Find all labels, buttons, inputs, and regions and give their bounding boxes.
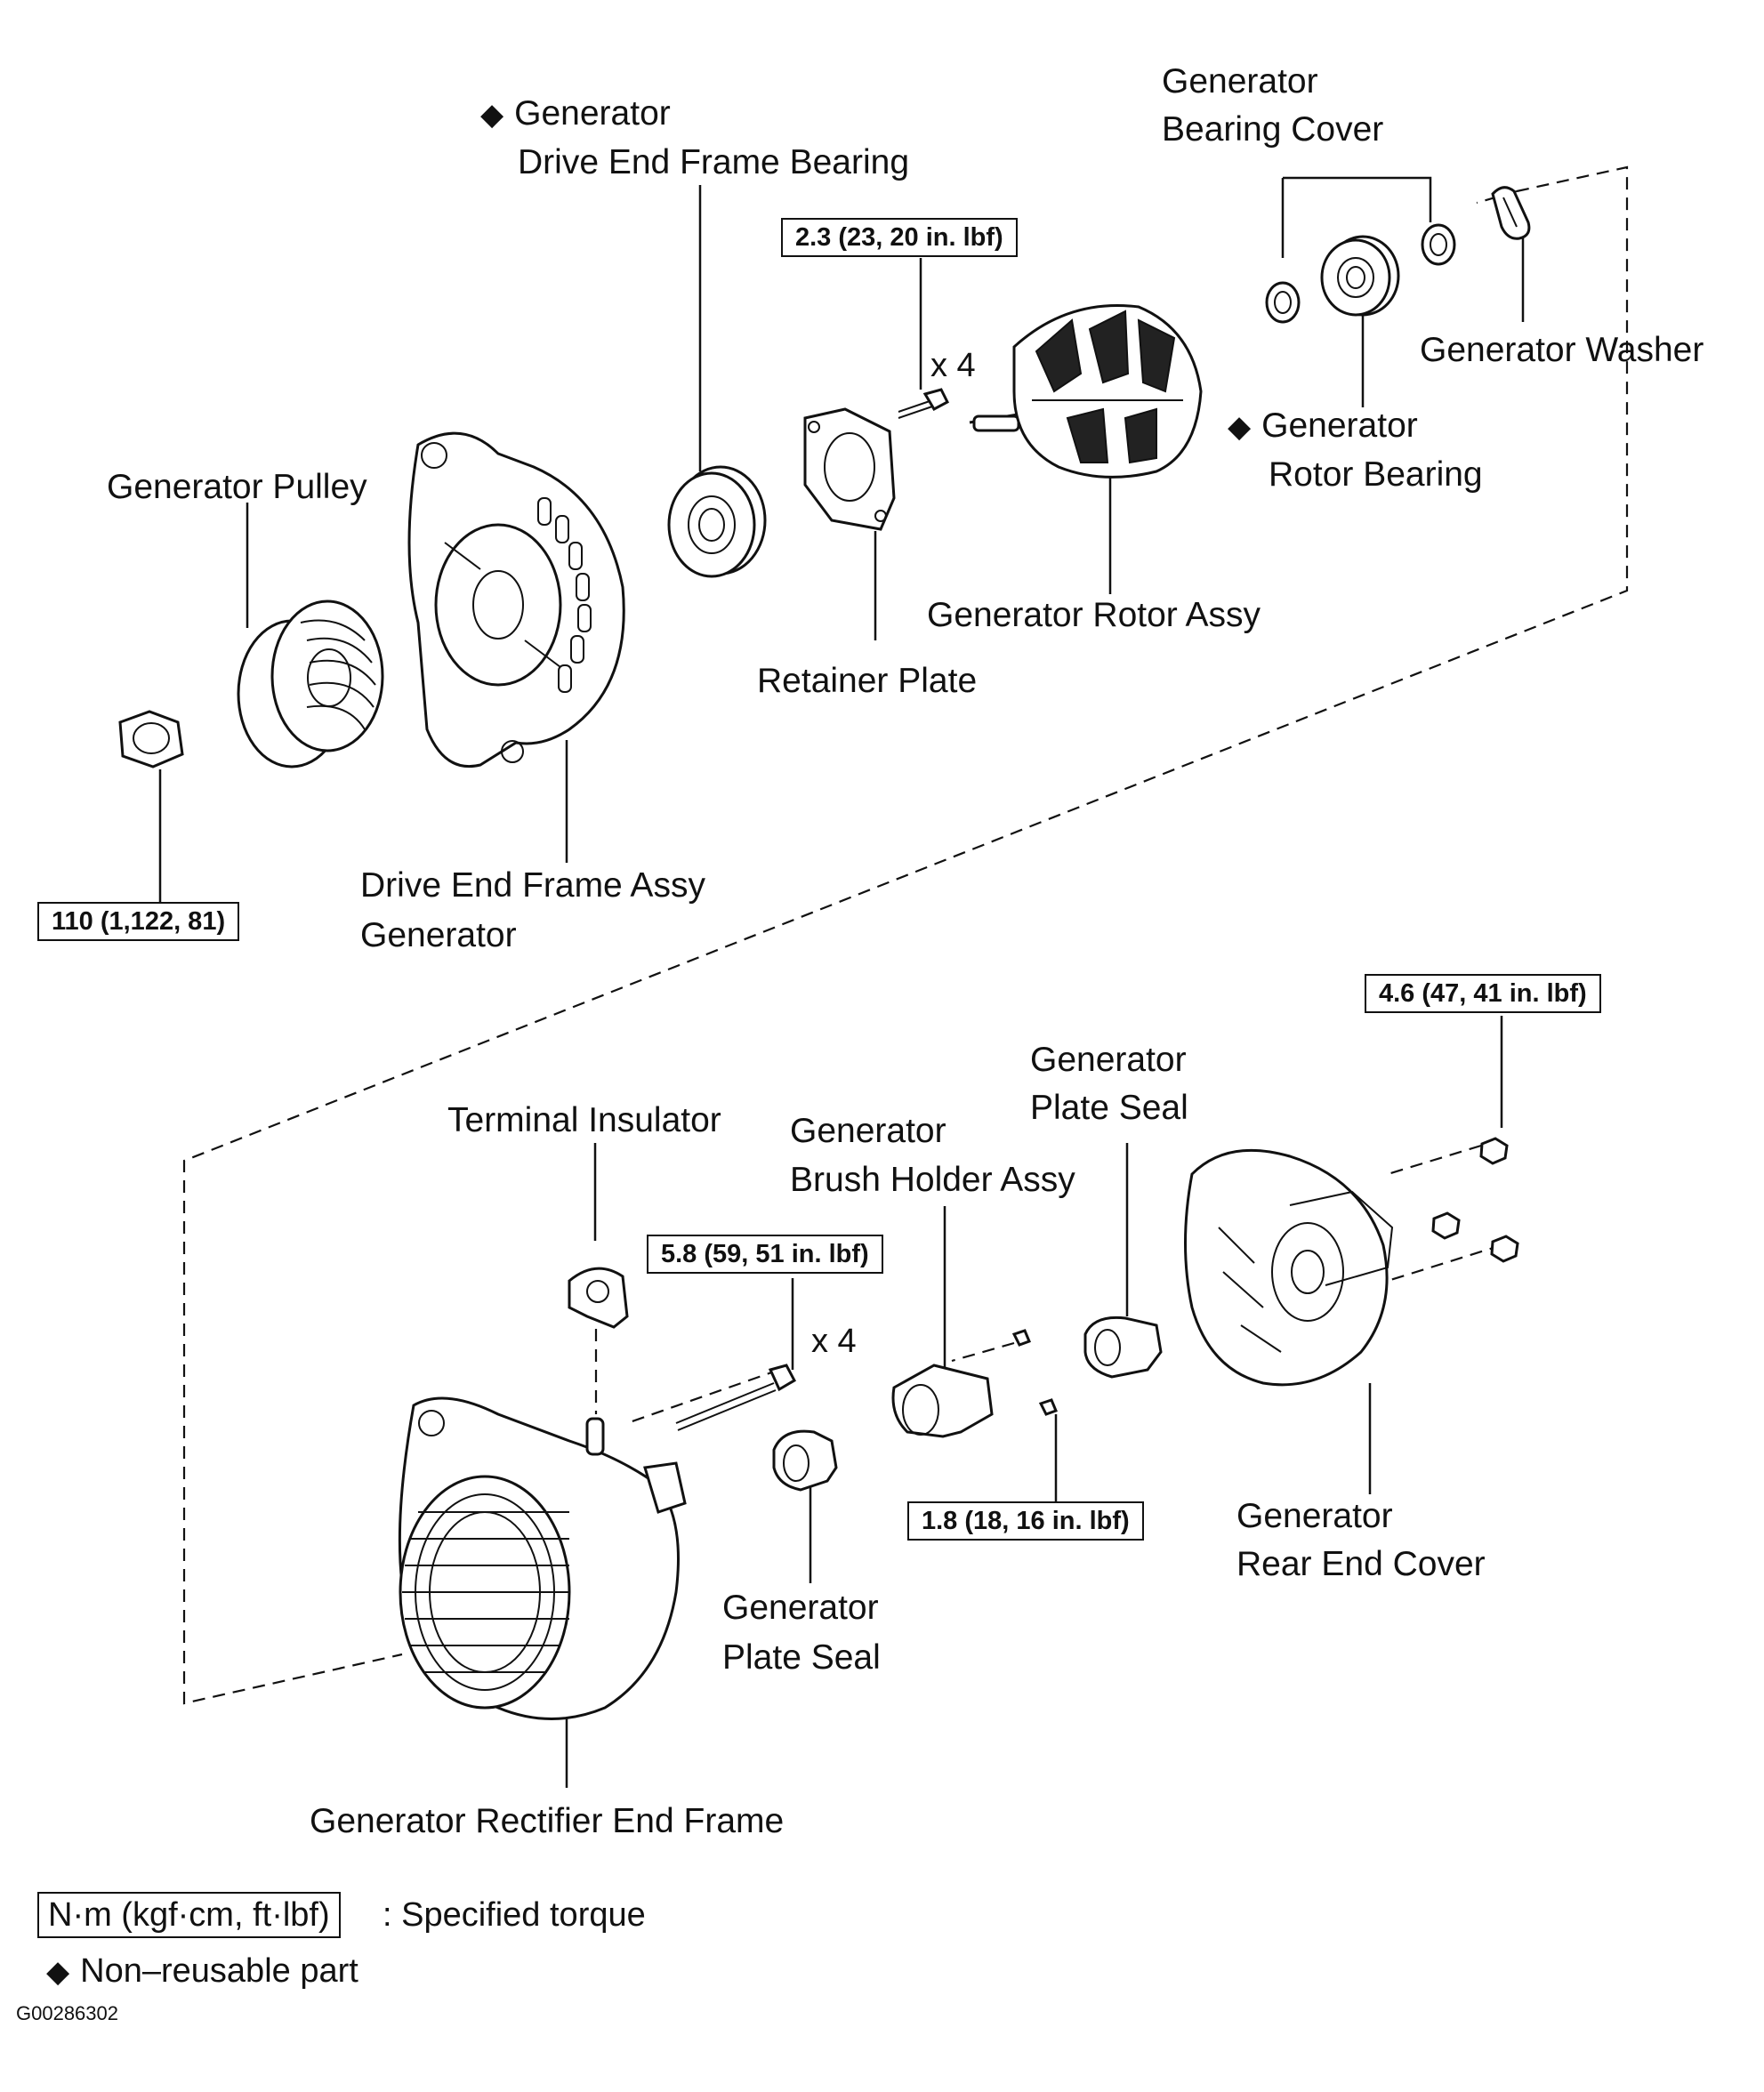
generator-washer xyxy=(1491,186,1531,240)
non-reusable-diamond-icon: ◆ xyxy=(480,98,504,132)
rotor-assy-label: Generator Rotor Assy xyxy=(927,596,1261,634)
drive-end-frame-label-line2: Generator xyxy=(360,916,517,954)
torque-pulley-nut: 110 (1,122, 81) xyxy=(37,902,240,941)
retainer-bolt-count: x 4 xyxy=(930,347,976,384)
plate-seal-upper xyxy=(1083,1316,1163,1379)
drive-end-bearing-label-line2: Drive End Frame Bearing xyxy=(518,143,910,181)
retainer-plate-label: Retainer Plate xyxy=(757,662,978,700)
rear-cover-nuts xyxy=(1431,1137,1519,1263)
rotor-bearing-label-line1: ◆Generator xyxy=(1228,406,1418,445)
bearing-cover-left xyxy=(1265,281,1301,324)
generator-pulley xyxy=(237,599,384,768)
rectifier-end-frame-label: Generator Rectifier End Frame xyxy=(310,1802,785,1840)
figure-id: G00286302 xyxy=(16,2002,118,2024)
generator-washer-label: Generator Washer xyxy=(1420,331,1704,369)
through-bolt xyxy=(675,1364,796,1431)
leader-lines xyxy=(158,176,1525,1788)
brush-holder-label-line1: Generator xyxy=(790,1112,946,1150)
rotor-bearing xyxy=(1320,235,1400,317)
drive-end-bearing xyxy=(667,465,767,578)
generator-rotor xyxy=(969,303,1203,479)
rear-end-cover-label-line2: Rear End Cover xyxy=(1236,1545,1486,1583)
rear-end-cover xyxy=(1184,1148,1394,1387)
bearing-cover-label-line2: Bearing Cover xyxy=(1162,110,1384,149)
legend-non-reusable: ◆Non–reusable part xyxy=(46,1952,358,1990)
drive-end-frame xyxy=(407,431,625,768)
plate-seal-lower xyxy=(772,1429,838,1492)
pulley-nut xyxy=(118,710,184,768)
legend-torque-unit: N·m (kgf·cm, ft·lbf) xyxy=(37,1892,341,1938)
rear-end-cover-label-line1: Generator xyxy=(1236,1497,1393,1535)
rotor-bearing-label-line2: Rotor Bearing xyxy=(1269,455,1483,494)
bearing-cover-label-line1: Generator xyxy=(1162,62,1318,101)
torque-rear-cover-nuts: 4.6 (47, 41 in. lbf) xyxy=(1365,974,1601,1013)
retainer-bolt xyxy=(898,388,949,419)
plate-seal-lower-label-line1: Generator xyxy=(722,1589,879,1627)
bearing-cover-right xyxy=(1421,223,1456,266)
drive-end-frame-label-line1: Drive End Frame Assy xyxy=(360,866,705,905)
torque-through-bolts: 5.8 (59, 51 in. lbf) xyxy=(647,1235,883,1274)
plate-seal-upper-label-line2: Plate Seal xyxy=(1030,1089,1188,1127)
plate-seal-lower-label-line2: Plate Seal xyxy=(722,1638,881,1677)
brush-holder-label-line2: Brush Holder Assy xyxy=(790,1161,1075,1199)
drive-end-bearing-label-line1: ◆Generator xyxy=(480,94,671,133)
non-reusable-diamond-icon: ◆ xyxy=(1228,410,1252,444)
terminal-insulator xyxy=(568,1267,629,1329)
torque-retainer-bolts: 2.3 (23, 20 in. lbf) xyxy=(781,218,1018,257)
legend-torque-text: : Specified torque xyxy=(383,1896,646,1934)
retainer-plate xyxy=(803,407,896,531)
non-reusable-diamond-icon: ◆ xyxy=(46,1955,70,1989)
through-bolt-count: x 4 xyxy=(811,1323,857,1360)
brush-holder xyxy=(891,1329,1058,1438)
generator-pulley-label: Generator Pulley xyxy=(107,468,367,506)
torque-brush-holder-screws: 1.8 (18, 16 in. lbf) xyxy=(907,1501,1144,1541)
plate-seal-upper-label-line1: Generator xyxy=(1030,1041,1187,1079)
terminal-insulator-label: Terminal Insulator xyxy=(447,1101,721,1139)
rectifier-end-frame xyxy=(398,1396,687,1720)
